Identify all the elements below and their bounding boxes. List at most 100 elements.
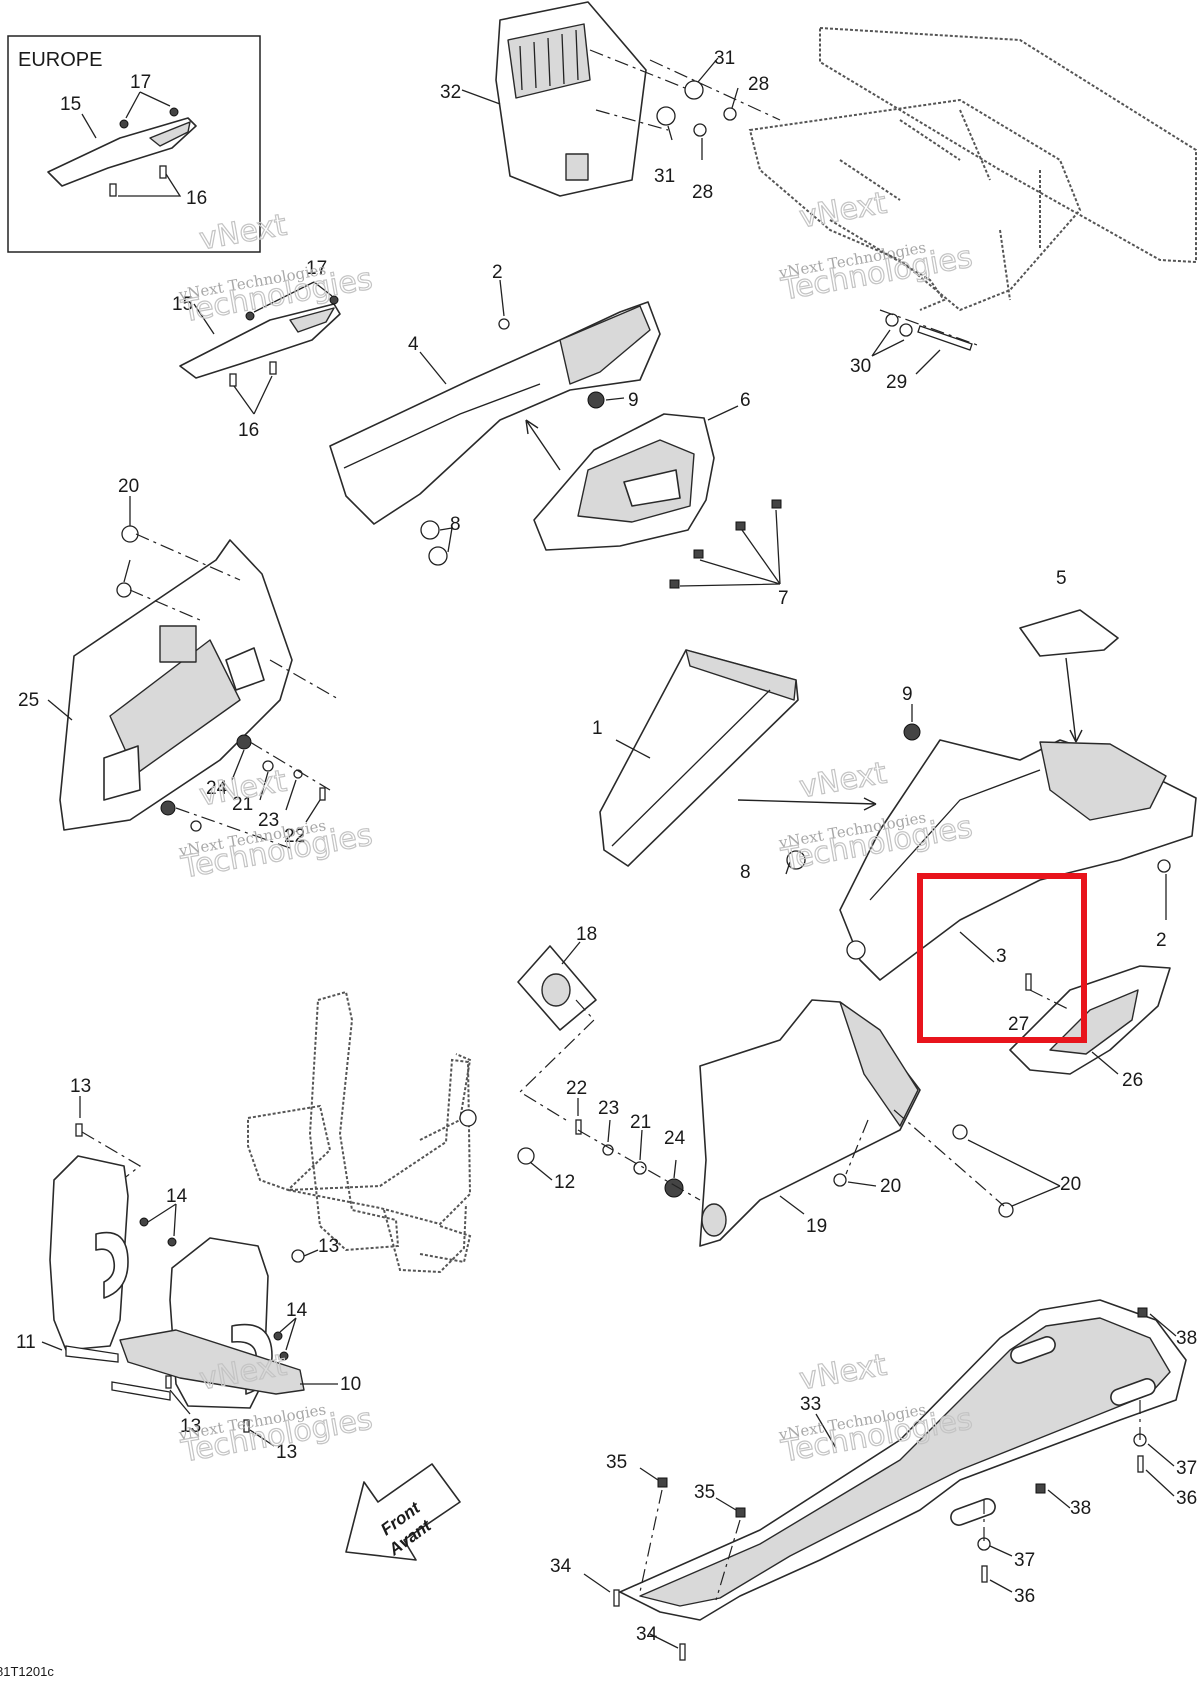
callout-29: 29 [886,372,907,393]
grommet-8c [786,850,806,870]
callout-14b: 14 [286,1300,308,1321]
spacer-23b [602,1144,614,1156]
callout-23b: 23 [598,1098,619,1119]
dash-36-37 [983,1400,1141,1544]
leaders-14 [147,1203,297,1351]
leaders-9-2-8-3 [785,704,1167,963]
part-25-latch [159,625,197,663]
screw-16b [269,361,277,375]
callout-10: 10 [340,1374,361,1395]
frame-front: 12 13 13 [70,990,575,1274]
leader-20a [123,496,131,583]
leader-18 [561,941,581,965]
callout-2b: 2 [1156,930,1167,951]
part-25-group: 20 25 24 21 23 22 [18,476,341,849]
leaders-2-4-9-8 [419,279,625,553]
part-25-foot [103,745,141,801]
dash-29 [879,309,981,347]
inset-title: EUROPE [18,49,102,71]
screw-16a [229,373,237,387]
inset-screw-16b [159,165,167,179]
callout-13a: 13 [70,1076,91,1097]
inset-screw-16a [109,183,117,197]
grommet-31a [684,80,704,100]
callout-18: 18 [576,924,597,945]
callout-36b: 36 [1014,1586,1035,1607]
leaders-36-37 [989,1443,1175,1593]
watermark-3-top: vNext [197,764,290,814]
callout-37a: 37 [1176,1458,1197,1479]
dash-21-24 [175,741,331,849]
callout-22a: 22 [284,826,305,847]
dash-27 [1029,989,1071,1011]
frame-rear: 30 29 [748,26,1197,393]
grommet-24c [160,800,176,816]
callout-5: 5 [1056,568,1067,589]
leaders-34 [583,1573,679,1649]
nut-17a [245,311,255,321]
frame-plate [419,1225,472,1264]
callout-14a: 14 [166,1186,188,1207]
nut-14d [279,1351,289,1361]
leaders-13cd [169,1389,275,1447]
watermark-2-top: vNext [797,186,890,236]
screw-13d [243,1419,250,1433]
bumper-cover-left [49,1155,129,1351]
leader-7 [679,509,781,587]
nut-14b [167,1237,177,1247]
clip-38a [1137,1307,1148,1318]
frame-crossbar [287,1058,472,1226]
dash-34-35 [639,1489,741,1601]
screw-13c [165,1375,172,1389]
grommet-8b [428,546,448,566]
leader-13b [303,1249,319,1257]
callout-6: 6 [740,390,751,411]
highlight-box [917,873,1087,1043]
callout-13b: 13 [318,1236,339,1257]
leaders-15-16-17 [193,281,333,415]
callout-31b: 31 [654,166,675,187]
callout-37b: 37 [1014,1550,1035,1571]
callout-20c: 20 [1060,1174,1081,1195]
leaders-19-20 [779,1139,1061,1215]
callout-11: 11 [16,1332,36,1353]
grommet-8d [846,940,866,960]
part-19 [699,999,921,1247]
frame-crossmembers [839,109,1041,301]
inset-callout-16: 16 [186,188,207,209]
screw-36a [1137,1455,1144,1473]
frame-left-bracket [247,1104,332,1192]
callout-24a: 24 [206,778,228,799]
part-33-slot-b [1110,1378,1156,1406]
part-19-side [839,1001,919,1127]
callout-19: 19 [806,1216,827,1237]
part-18-group: 18 [517,924,597,1121]
nut-20b [116,582,132,598]
leaders-21-24 [231,749,321,823]
screw-36b [981,1565,988,1583]
part-33-group: 33 38 38 37 36 37 36 35 35 34 34 [550,1299,1197,1661]
dash-21b [577,1129,701,1201]
leader-25 [47,699,73,721]
screw-13b [291,1249,305,1263]
arrow-6-to-4 [525,419,561,471]
part-19-boss [701,1203,727,1237]
part-26-group: 26 27 [1008,965,1171,1091]
leader-33 [815,1413,837,1449]
part-19-group: 20 20 19 [699,999,1081,1247]
screw-22b [575,1119,582,1135]
clip-7b [735,521,746,531]
callout-38b: 38 [1070,1498,1091,1519]
callout-8a: 8 [450,514,461,535]
dash-13a [81,1131,142,1201]
callout-3: 3 [996,946,1007,967]
front-direction-arrow: Front Avant [345,1463,461,1561]
part-32-slats [519,29,579,91]
callout-34a: 34 [550,1556,572,1577]
leader-26 [1091,1051,1119,1075]
part-15-group: 17 15 16 [172,258,341,441]
front-bumper-group: 10 11 14 14 13 13 [16,1155,361,1463]
part-18-boss [541,973,571,1007]
inset-nut-17a [119,119,129,129]
callout-8b: 8 [740,862,751,883]
